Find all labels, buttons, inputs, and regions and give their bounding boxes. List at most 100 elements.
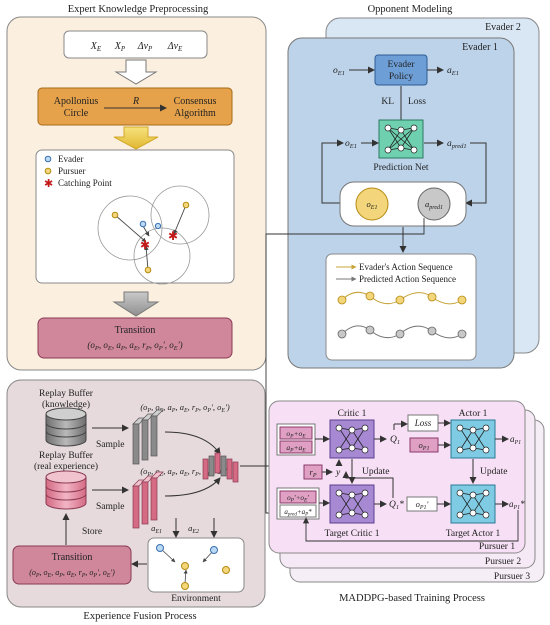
memory-oE1: oE1 — [367, 199, 378, 211]
rb-knowledge-line1: Replay Buffer — [39, 388, 94, 399]
rb-knowledge-line2: (knowledge) — [42, 399, 90, 410]
loop-right-arrow — [465, 142, 487, 207]
actor-oP1: oP1 — [419, 440, 430, 452]
prediction-net-label: Prediction Net — [373, 163, 429, 173]
consensus-label-line2: Algorithm — [174, 108, 216, 119]
evader-sequence-dots — [337, 291, 467, 305]
loss-label: Loss — [408, 97, 426, 107]
rb-real-line1: Replay Buffer — [39, 450, 94, 461]
critic-oP-oE: oP+oE — [286, 429, 306, 440]
merge-arrow-top — [164, 431, 221, 455]
apollonius-circle-3 — [133, 227, 191, 285]
evader-dot — [139, 220, 147, 228]
prediction-net-graph — [387, 127, 415, 151]
op-oE1-top: oE1 — [333, 66, 345, 77]
catching-point-1: ✱ — [140, 238, 150, 252]
target-actor1-label: Target Actor 1 — [446, 529, 501, 539]
knowledge-sample-slabs — [132, 409, 164, 465]
legend-evader-seq: Evader's Action Sequence — [359, 262, 453, 272]
critic-update-label: Update — [362, 467, 389, 477]
evader-dot-2 — [154, 222, 162, 230]
fusion-transition-tuple: (oP, oE, aP, aE, rP, oP', oE') — [29, 568, 115, 579]
env-pursuer-3 — [181, 582, 189, 590]
critic-aP-aE: aP+aE — [286, 443, 306, 454]
actor1-label: Actor 1 — [459, 409, 488, 419]
evader-policy-line1: Evader — [388, 60, 416, 70]
expert-section-title: Expert Knowledge Preprocessing — [68, 4, 209, 15]
expert-transition-title: Transition — [115, 325, 156, 336]
op-oE1-mid: oE1 — [345, 139, 357, 150]
loop-left-arrow — [321, 139, 344, 204]
pursuer2-label: Pursuer 2 — [485, 557, 521, 567]
apollonius-consensus-box — [37, 87, 233, 126]
pursuer-1 — [111, 211, 119, 219]
fusion-aE2: aE2 — [188, 523, 199, 535]
fusion-aE1: aE1 — [151, 523, 162, 535]
legend-catching-marker: ✱ — [44, 178, 53, 190]
rb-knowledge-cylinder — [45, 407, 87, 447]
pursuer-path-2 — [173, 204, 187, 235]
legend-predicted-seq: Predicted Action Sequence — [359, 274, 456, 284]
env-evader-1 — [156, 544, 164, 552]
legend-pursuer: Pursuer — [58, 166, 86, 176]
sample-label-top: Sample — [96, 440, 125, 450]
critic-input-act — [279, 440, 313, 454]
apred1-node — [417, 187, 451, 221]
env-path-3 — [183, 569, 188, 584]
aP1-label: aP1 — [510, 434, 521, 446]
fusion-transition-box — [12, 545, 132, 585]
env-pursuer-1 — [181, 562, 189, 570]
pursuer-path-1 — [114, 214, 147, 243]
kl-label: KL — [381, 97, 394, 107]
environment-label: Environment — [171, 594, 221, 604]
legend-evader: Evader — [58, 154, 83, 164]
rb-real-cylinder — [45, 470, 87, 510]
merge-arrow-bottom — [164, 477, 221, 497]
legend-pursuer-marker — [44, 167, 52, 175]
critic-input-obs — [279, 426, 313, 440]
pursuer3-label: Pursuer 3 — [494, 572, 530, 582]
target-critic1-label: Target Critic 1 — [324, 529, 379, 539]
evader-path — [142, 225, 150, 237]
evader2-label: Evader 2 — [485, 22, 521, 33]
pursuer-3 — [144, 266, 152, 274]
legend-evader-marker — [44, 155, 52, 163]
apollonius-circle-2 — [150, 185, 210, 245]
evader1-label: Evader 1 — [462, 42, 498, 53]
actor-loss-label: Loss — [414, 418, 432, 428]
legend-catching: Catching Point — [58, 178, 112, 188]
Q1-label: Q1 — [390, 435, 400, 446]
target-apred-aP: apred+aP* — [284, 508, 312, 518]
critic1-label: Critic 1 — [338, 409, 367, 419]
pursuer1-label: Pursuer 1 — [479, 542, 515, 552]
target-oP-oE: oP'+oE' — [287, 494, 309, 504]
oE1-node — [355, 187, 389, 221]
hollow-arrow-down — [114, 59, 158, 85]
consensus-label-line1: Consensus — [174, 96, 217, 107]
reward-rP: rP — [310, 467, 317, 479]
real-sample-slabs — [132, 471, 164, 529]
pursuer-path-3 — [144, 245, 149, 271]
apollonius-label-line1: Apollonius — [54, 96, 99, 107]
mixed-batch-slabs — [202, 452, 239, 483]
Qstar-to-y-arrow — [342, 471, 394, 498]
environment-box — [147, 537, 245, 593]
opponent-section-title: Opponent Modeling — [368, 4, 454, 15]
apollonius-label-line2: Circle — [64, 108, 89, 119]
op-aE1: aE1 — [447, 66, 459, 77]
predicted-sequence-dots — [337, 325, 467, 339]
op-apred1: apred1 — [447, 139, 467, 150]
env-pursuer-2 — [222, 566, 230, 574]
fusion-section-title: Experience Fusion Process — [83, 611, 196, 622]
gray-arrow-down — [112, 291, 160, 317]
r-label: R — [132, 96, 139, 107]
target-input-act — [279, 504, 317, 518]
maddpg-section-title: MADDPG-based Training Process — [339, 593, 485, 604]
rb-real-line2: (real experience) — [34, 461, 98, 472]
y-label: y — [335, 468, 341, 478]
pursuer-2 — [182, 201, 190, 209]
action-sequence-box — [325, 253, 477, 361]
gold-arrow-down — [113, 126, 159, 150]
